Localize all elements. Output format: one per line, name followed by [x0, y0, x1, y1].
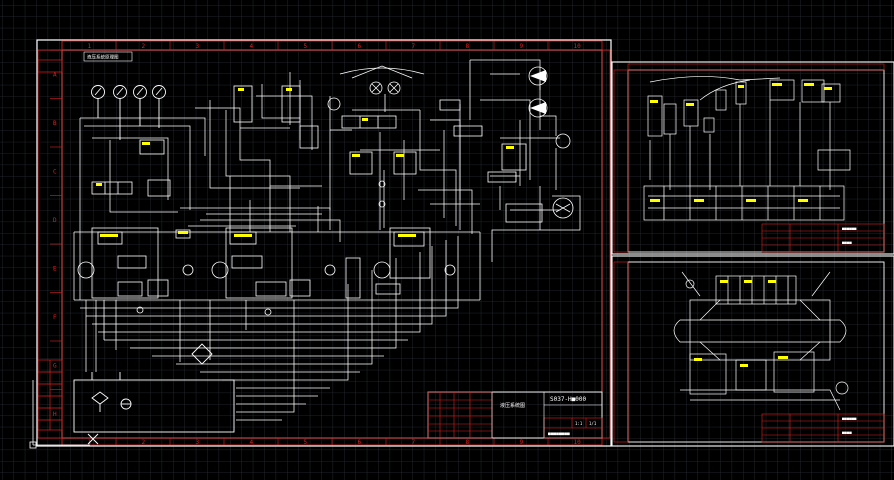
sheet-bottom-right[interactable]: ■■■■■■ ■■■■	[611, 255, 894, 447]
left-margin-revision-block	[37, 59, 63, 431]
drawing-number: S037-H■000	[550, 396, 587, 403]
sheet-top-right[interactable]: ■■■■■■ ■■■■	[611, 61, 894, 255]
sheet-bottom-right-outer-frame	[611, 255, 894, 447]
accumulator-icon[interactable]	[327, 97, 341, 111]
zone-letter-left: A	[53, 71, 57, 78]
main-sheet-outer-frame	[36, 39, 612, 447]
motor-fill-marks	[530, 70, 546, 114]
zone-number-bottom: 8	[466, 439, 470, 446]
pump-icon[interactable]	[555, 133, 571, 149]
valve-block[interactable]	[487, 171, 517, 183]
motor-icon[interactable]	[324, 264, 336, 276]
directional-valve[interactable]	[453, 125, 483, 137]
sheet-top-right-drawing-number: ■■■■■■	[842, 226, 857, 231]
zone-letter-left: C	[53, 168, 57, 175]
corner-tag-text: 液压系统原理图	[87, 54, 119, 61]
zone-number-bottom: 6	[358, 439, 362, 446]
vehicle-plan-drawing[interactable]	[673, 271, 849, 411]
motor-icon[interactable]	[528, 98, 548, 118]
gauge-icon[interactable]	[133, 85, 147, 99]
company-name: ■■■■■■■■	[548, 432, 570, 437]
zone-number-top: 9	[520, 43, 524, 50]
zone-number-top: 8	[466, 43, 470, 50]
valve-block[interactable]	[349, 151, 373, 175]
pump-icon[interactable]	[77, 261, 95, 279]
motor-icon[interactable]	[182, 264, 194, 276]
hydraulic-tank[interactable]	[73, 343, 235, 445]
zone-ticks-left: A B C D E F G H	[50, 49, 62, 418]
valve-layout-drawing[interactable]	[643, 76, 851, 221]
motor-icon[interactable]	[528, 66, 548, 86]
drawing-sheet: 1/1	[589, 421, 597, 426]
zone-letter-left: D	[53, 217, 57, 224]
valve-block[interactable]	[501, 143, 527, 171]
pump-icon[interactable]	[373, 261, 391, 279]
corner-tag-box: 液压系统原理图	[83, 51, 133, 62]
directional-valve[interactable]	[91, 181, 133, 195]
zone-number-bottom: 9	[520, 439, 524, 446]
gauge-icon[interactable]	[113, 85, 127, 99]
zone-number-top: 10	[574, 43, 582, 50]
valve-block[interactable]	[393, 151, 417, 175]
zone-number-bottom: 2	[142, 439, 146, 446]
drawing-scale: 1:1	[575, 421, 583, 426]
check-valve[interactable]	[147, 179, 171, 197]
sheet-top-right-outer-frame	[611, 61, 894, 255]
main-sheet[interactable]: 1 2 3 4 5 6 7 8 9 10 1 2 3 4 5 6 7 8 9 10 A B C D E F G H 液压系统原理图	[36, 39, 612, 447]
highlight-markers	[96, 88, 514, 237]
valve-block[interactable]	[299, 125, 319, 149]
valve-block[interactable]	[281, 85, 301, 123]
sheet-bottom-right-drawing-name: ■■■■	[842, 430, 852, 435]
zone-number-top: 3	[196, 43, 200, 50]
pressure-gauges[interactable]	[91, 85, 166, 141]
filter-block[interactable]	[505, 203, 543, 223]
drawing-name: 液压系统图	[500, 402, 525, 409]
sheet-top-right-drawing-name: ■■■■	[842, 240, 852, 245]
zone-number-bottom: 3	[196, 439, 200, 446]
zone-number-top: 4	[250, 43, 254, 50]
operator-joystick-icon[interactable]	[339, 65, 425, 112]
vehicle-plan-highlights	[694, 280, 788, 367]
zone-number-bottom: 10	[574, 439, 582, 446]
zone-ticks-top: 1 2 3 4 5 6 7 8 9 10	[61, 41, 582, 50]
zone-number-bottom: 5	[304, 439, 308, 446]
zone-letter-left: B	[53, 120, 57, 127]
gauge-icon[interactable]	[91, 85, 105, 99]
directional-valve[interactable]	[439, 99, 461, 111]
relief-valve[interactable]	[139, 139, 165, 155]
valve-layout-highlights	[650, 83, 832, 202]
zone-number-bottom: 7	[412, 439, 416, 446]
valve-bank-left[interactable]	[91, 227, 159, 299]
motor-icon[interactable]	[444, 264, 456, 276]
sheet-bottom-right-drawing-number: ■■■■■■	[842, 416, 857, 421]
pump-motors[interactable]	[77, 66, 574, 316]
zone-number-top: 1	[88, 43, 92, 50]
directional-valve[interactable]	[341, 115, 397, 129]
valve-bank-middle[interactable]	[225, 227, 293, 299]
zone-letter-left: F	[53, 314, 57, 321]
zone-number-top: 7	[412, 43, 416, 50]
gauge-icon[interactable]	[152, 85, 166, 99]
ucs-icon	[29, 380, 90, 449]
zone-number-bottom: 4	[250, 439, 254, 446]
zone-letter-left: H	[53, 411, 57, 418]
main-title-block[interactable]: S037-H■000 液压系统图 1:1 1/1 ■■■■■■■■	[427, 391, 603, 439]
valve-bank-right[interactable]	[389, 227, 431, 279]
zone-letter-left: E	[53, 265, 57, 272]
valve-symbols[interactable]	[91, 85, 543, 299]
zone-number-top: 6	[358, 43, 362, 50]
zone-number-top: 5	[304, 43, 308, 50]
pump-icon[interactable]	[211, 261, 229, 279]
zone-letter-left: G	[53, 362, 57, 369]
fan-icon[interactable]	[552, 197, 574, 219]
valve-block[interactable]	[233, 85, 253, 123]
zone-number-top: 2	[142, 43, 146, 50]
